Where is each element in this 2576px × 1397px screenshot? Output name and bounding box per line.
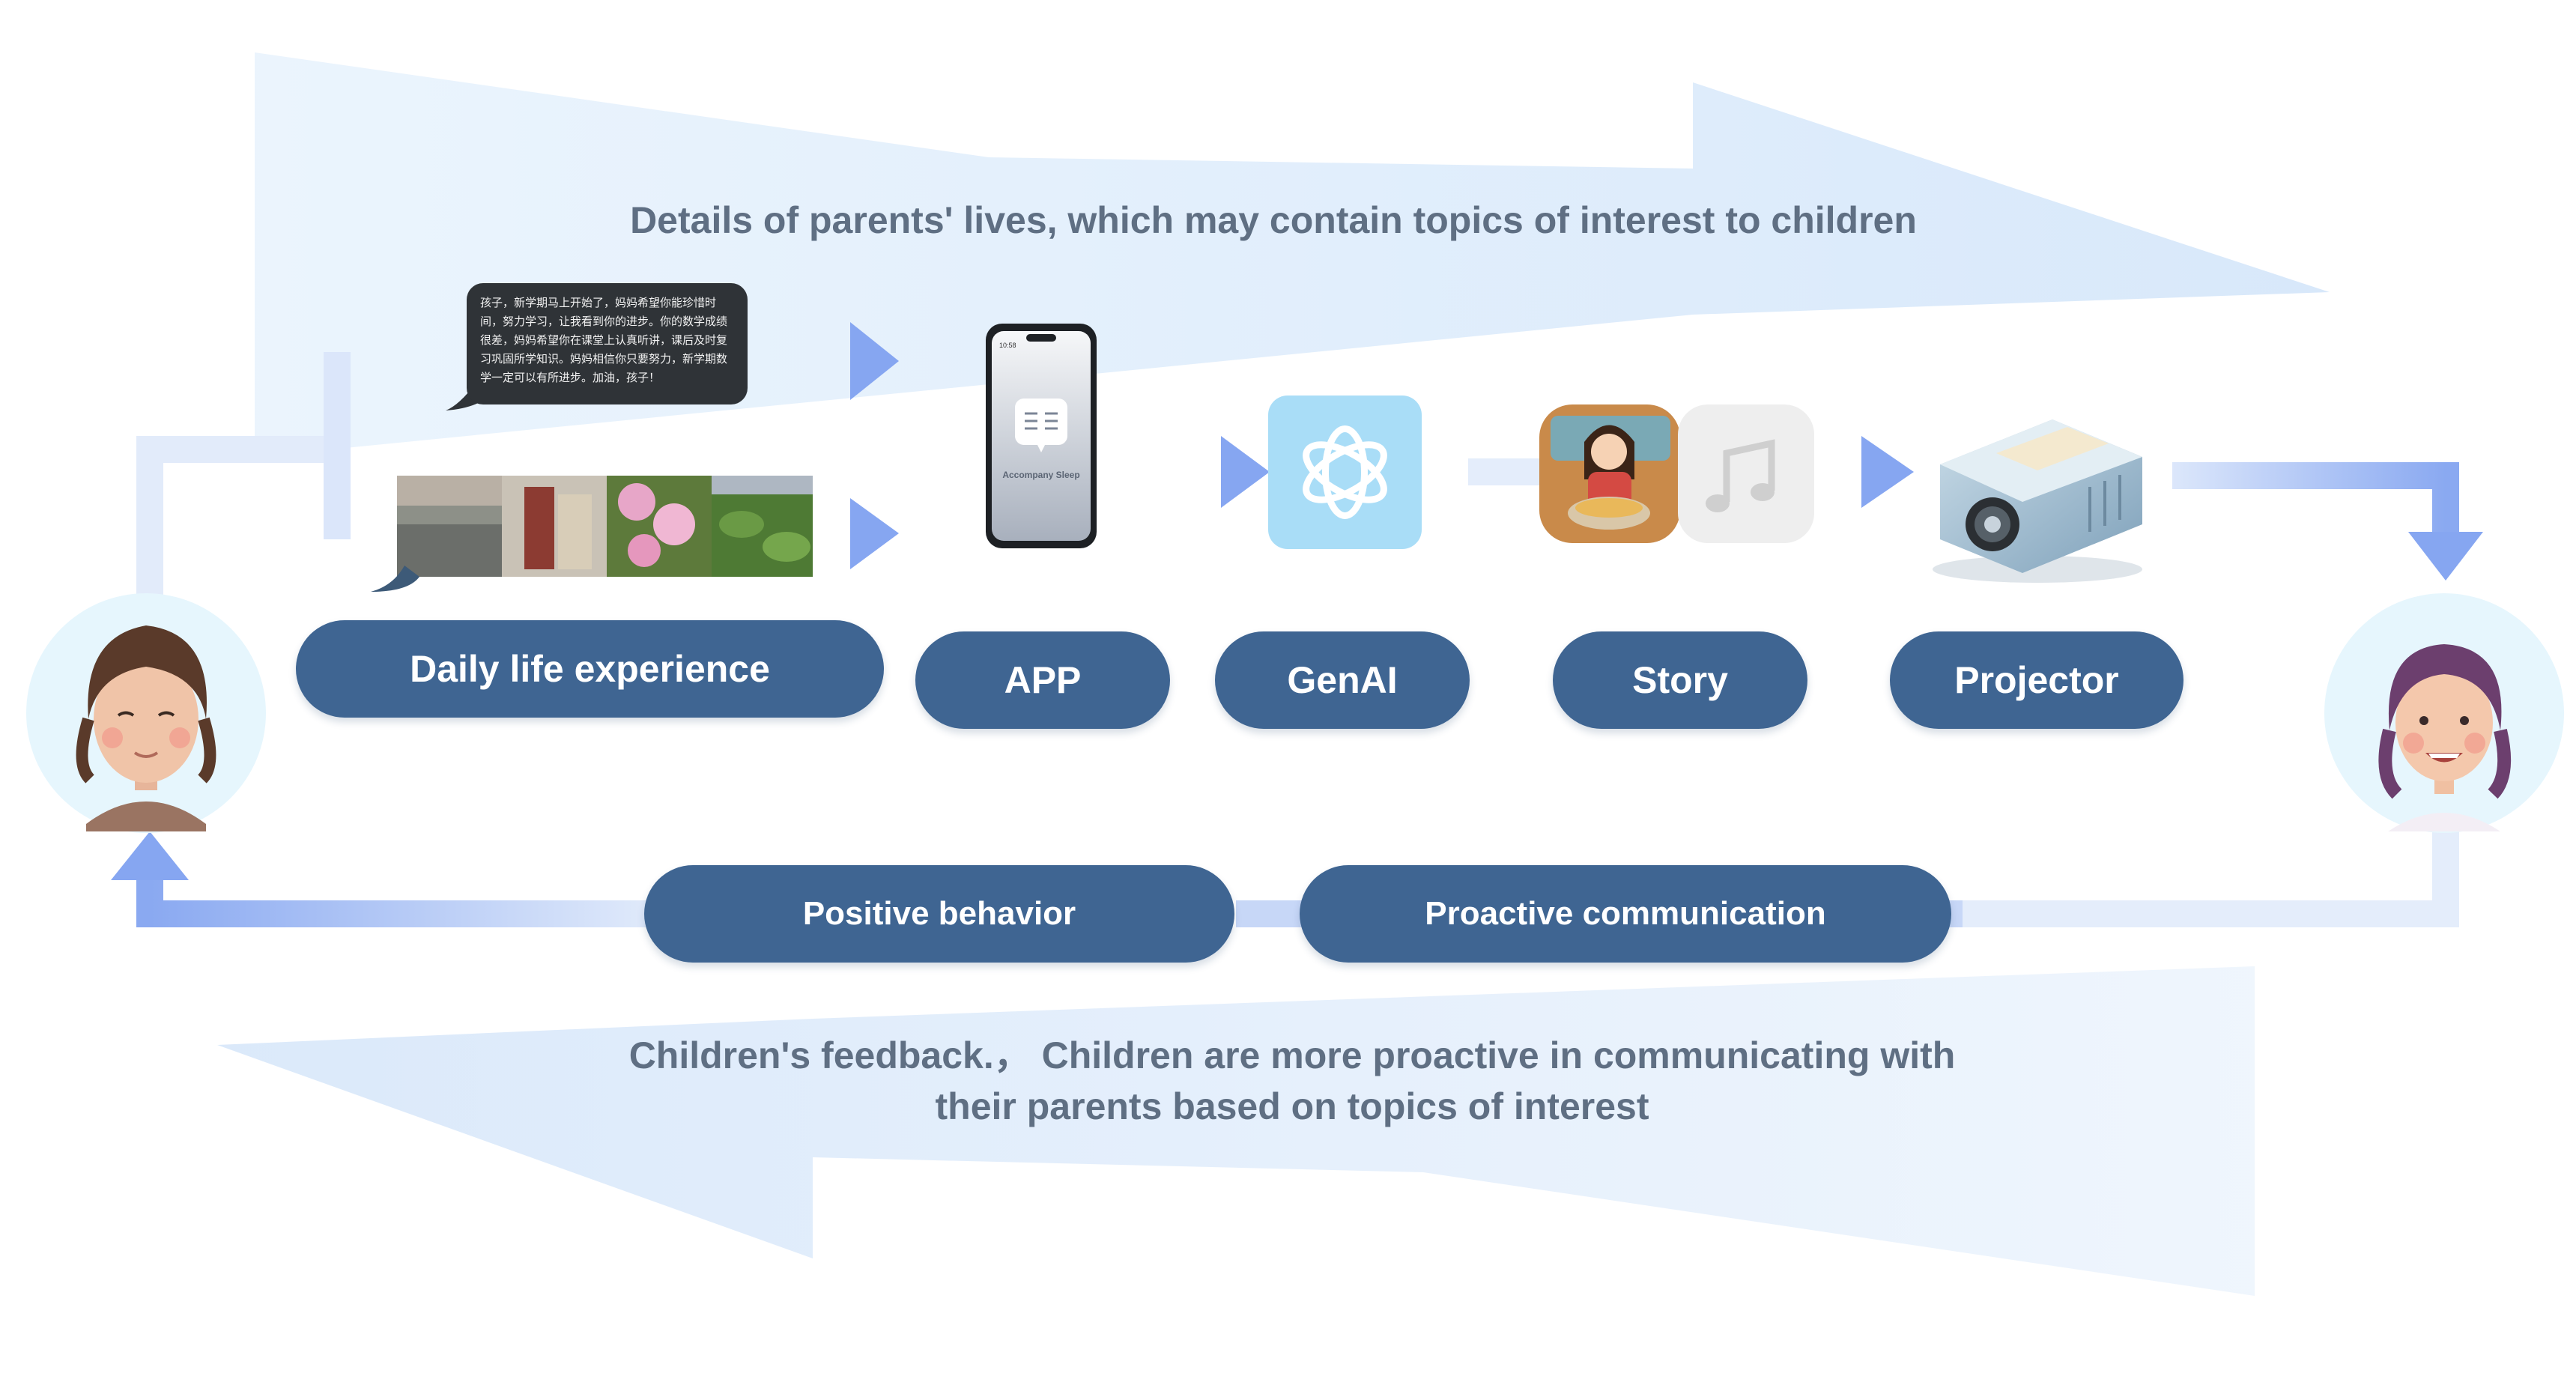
story-illustration bbox=[1539, 404, 1680, 543]
projector-illustration bbox=[1933, 419, 2142, 583]
music-note-icon bbox=[1678, 404, 1814, 543]
openai-logo-icon bbox=[1268, 396, 1422, 549]
proactive-communication-pill: Proactive communication bbox=[1300, 865, 1951, 963]
projector-icon bbox=[1940, 416, 2146, 577]
music-tile bbox=[1678, 404, 1814, 543]
story-pill: Story bbox=[1553, 631, 1807, 729]
parent-avatar-icon bbox=[26, 593, 266, 833]
phone-status-time: 10:58 bbox=[999, 342, 1016, 349]
arrow-child-feedback bbox=[1873, 816, 2459, 927]
app-pill: APP bbox=[915, 631, 1170, 729]
positive-behavior-pill: Positive behavior bbox=[644, 865, 1234, 963]
daily-life-experience-pill: Daily life experience bbox=[296, 620, 884, 718]
message-bubble: 孩子，新学期马上开始了，妈妈希望你能珍惜时间，努力学习，让我看到你的进步。你的数… bbox=[467, 283, 748, 404]
child-avatar-icon bbox=[2324, 593, 2564, 833]
genai-logo bbox=[1268, 396, 1422, 549]
genai-pill: GenAI bbox=[1215, 631, 1470, 729]
arrow-projector-to-child bbox=[2172, 462, 2459, 532]
projector-pill: Projector bbox=[1890, 631, 2183, 729]
arrow-feedback-to-parent bbox=[136, 876, 674, 927]
message-bubble-text: 孩子，新学期马上开始了，妈妈希望你能珍惜时间，努力学习，让我看到你的进步。你的数… bbox=[480, 296, 728, 384]
top-caption: Details of parents' lives, which may con… bbox=[630, 199, 1917, 241]
parent-avatar-illustration bbox=[26, 593, 266, 833]
phone-illustration bbox=[986, 324, 1097, 548]
bottom-caption-line2: their parents based on topics of interes… bbox=[935, 1085, 1649, 1127]
phone-app-name: Accompany Sleep bbox=[1002, 470, 1080, 480]
bottom-caption-line1: Children's feedback.， Children are more … bbox=[628, 1034, 1956, 1076]
bottom-caption: Children's feedback.， Children are more … bbox=[524, 1030, 2060, 1132]
child-avatar-illustration bbox=[2324, 593, 2564, 833]
daily-life-photos bbox=[397, 476, 813, 577]
bottom-big-arrow bbox=[217, 966, 2255, 1296]
